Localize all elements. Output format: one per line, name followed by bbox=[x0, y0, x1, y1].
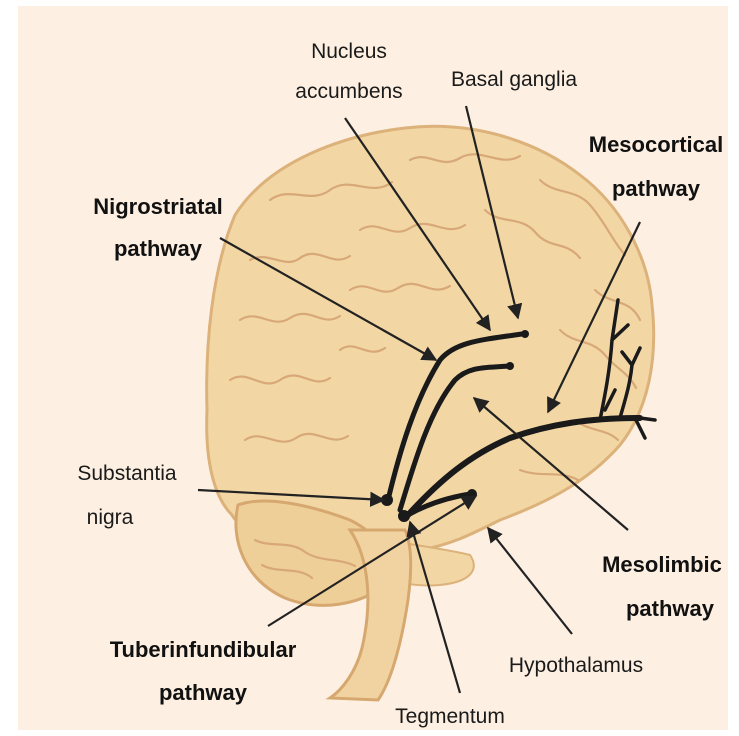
label-hypothalamus: Hypothalamus bbox=[509, 654, 643, 677]
label-mesolimbic-line2: pathway bbox=[626, 596, 715, 621]
label-substantia-nigra-line1: Substantia bbox=[77, 462, 177, 485]
label-mesocortical-line1: Mesocortical bbox=[589, 132, 724, 157]
label-tegmentum: Tegmentum bbox=[395, 705, 505, 728]
label-substantia-nigra-line2: nigra bbox=[87, 506, 134, 529]
label-mesocortical-line2: pathway bbox=[612, 176, 701, 201]
label-tuberinfundibular-line1: Tuberinfundibular bbox=[110, 637, 297, 662]
label-tuberinfundibular-line2: pathway bbox=[159, 680, 248, 705]
label-mesolimbic-line1: Mesolimbic bbox=[602, 552, 722, 577]
label-basal-ganglia: Basal ganglia bbox=[451, 68, 577, 91]
label-nucleus-accumbens-line2: accumbens bbox=[295, 80, 402, 103]
label-nigrostriatal-line1: Nigrostriatal bbox=[93, 194, 223, 219]
label-nucleus-accumbens-line1: Nucleus bbox=[311, 40, 387, 63]
label-nigrostriatal-line2: pathway bbox=[114, 236, 203, 261]
